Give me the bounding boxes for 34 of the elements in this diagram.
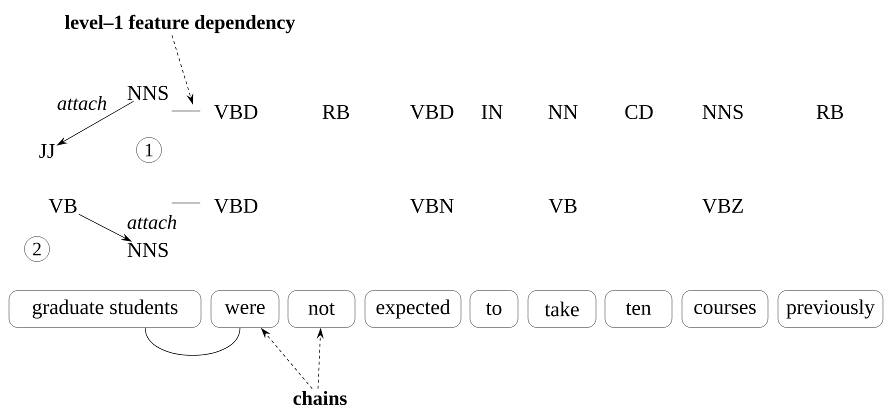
dash-mark <box>171 110 201 112</box>
tag-label: NNS <box>128 86 168 100</box>
word-box: courses <box>682 290 768 328</box>
word-box: take <box>528 290 596 328</box>
tag-label: VBN <box>410 198 454 214</box>
tag-label: VBD <box>214 104 258 120</box>
tag-label: VBD <box>214 198 258 214</box>
tag-label: JJ <box>39 144 55 158</box>
circled-number: 2 <box>24 236 50 262</box>
word-box: graduate students <box>8 290 202 328</box>
word-box: not <box>288 290 356 328</box>
circled-number: 1 <box>136 137 162 163</box>
tag-label: NNS <box>702 104 743 120</box>
word-box: ten <box>604 290 672 328</box>
annotation-text: level–1 feature dependency <box>65 14 296 34</box>
tag-label: RB <box>322 105 349 119</box>
arc-line <box>144 327 240 356</box>
tag-label: IN <box>482 105 503 119</box>
tag-label: VBZ <box>702 198 743 214</box>
word-box: to <box>470 290 518 328</box>
tag-label: CD <box>625 104 653 120</box>
word-box: previously <box>778 290 884 328</box>
word-box: expected <box>364 290 462 328</box>
tag-label: VB <box>48 198 77 214</box>
tag-label: NN <box>548 105 578 119</box>
annotation-text: chains <box>293 390 347 406</box>
dash-mark <box>171 202 201 204</box>
tag-label: VBD <box>410 104 454 120</box>
tag-label: RB <box>816 105 843 119</box>
tag-label: VB <box>548 198 577 214</box>
word-box: were <box>210 290 280 328</box>
tag-label: NNS <box>128 242 168 258</box>
edge-label: attach <box>126 214 178 230</box>
edge-label: attach <box>56 94 108 112</box>
